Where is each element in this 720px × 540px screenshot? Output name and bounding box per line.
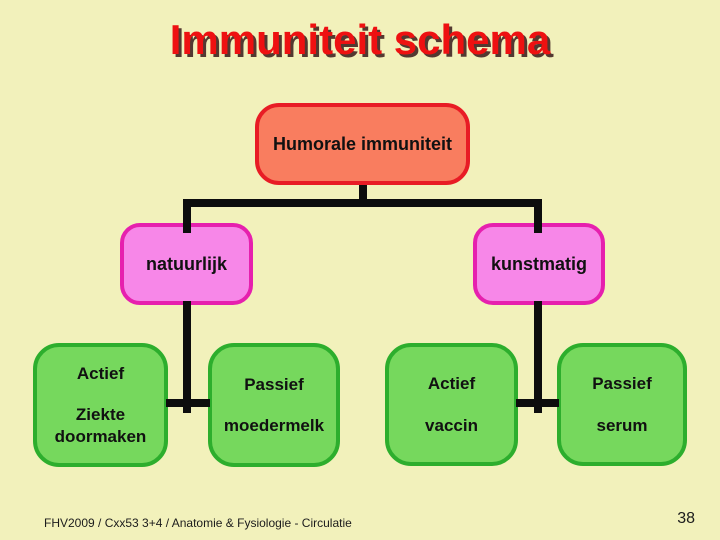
leaf-detail-label: Ziekte doormaken: [54, 405, 147, 446]
leaf-detail-label: moedermelk: [223, 416, 325, 435]
leaf-type-label: Actief: [427, 374, 476, 394]
connector-vertical-kunstmatig-top: [534, 199, 542, 233]
leaf-type-label: Passief: [592, 374, 652, 394]
node-passief-moedermelk: Passief moedermelk: [208, 343, 340, 467]
node-kunstmatig: kunstmatig: [473, 223, 605, 305]
footer-text: FHV2009 / Cxx53 3+4 / Anatomie & Fysiolo…: [44, 516, 352, 530]
connector-t-bar-right: [516, 399, 559, 407]
leaf-type-label: Passief: [244, 374, 304, 394]
leaf-type-label: Actief: [76, 364, 125, 384]
page-number: 38: [677, 510, 695, 527]
connector-horizontal-top: [183, 199, 542, 207]
leaf-detail-label: serum: [596, 415, 648, 435]
connector-vertical-kunstmatig-bottom: [534, 301, 542, 413]
node-actief-ziekte-doormaken: Actief Ziekte doormaken: [33, 343, 168, 467]
node-label: Humorale immuniteit: [272, 133, 453, 154]
connector-root-stub: [359, 185, 367, 203]
slide-title: Immuniteit schema: [169, 16, 551, 63]
connector-vertical-natuurlijk-bottom: [183, 301, 191, 413]
node-label: natuurlijk: [145, 253, 227, 274]
node-humorale-immuniteit: Humorale immuniteit: [255, 103, 470, 185]
connector-t-bar-left: [166, 399, 210, 407]
leaf-detail-label: vaccin: [425, 415, 478, 435]
node-actief-vaccin: Actief vaccin: [385, 343, 518, 466]
node-passief-serum: Passief serum: [557, 343, 687, 466]
connector-vertical-natuurlijk-top: [183, 199, 191, 233]
node-label: kunstmatig: [490, 253, 587, 274]
node-natuurlijk: natuurlijk: [120, 223, 253, 305]
